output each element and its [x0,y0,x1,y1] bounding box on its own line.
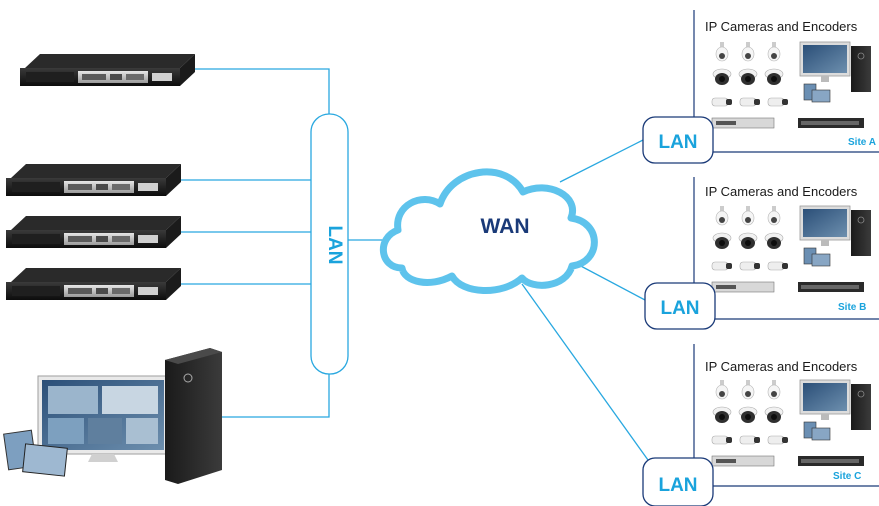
site-b: IP Cameras and Encoders Site B LAN [644,177,879,330]
site-a-title: IP Cameras and Encoders [705,19,858,34]
rack-server-icon [6,268,181,300]
wan-label: WAN [481,215,530,238]
rack-server-icon [6,164,181,196]
wan-cloud: WAN [379,168,598,294]
site-b-lan-label: LAN [660,298,699,319]
site-c-label: Site C [833,471,861,482]
rack-server-icon [20,54,195,86]
site-a: IP Cameras and Encoders Site A LAN [642,10,879,164]
link-workstation [220,374,330,418]
central-lan-label: LAN [324,225,345,264]
central-lan: LAN [310,113,349,375]
link-wan-site-c [521,283,649,461]
rack-server-icon [6,216,181,248]
site-b-label: Site B [838,302,866,313]
site-c: IP Cameras and Encoders Site C LAN [642,344,879,506]
connection-lines [180,68,712,461]
link-wan-site-a [559,139,644,183]
workstation-icon [3,348,222,484]
site-c-lan-label: LAN [658,475,697,496]
link-server-1 [190,68,330,114]
site-c-title: IP Cameras and Encoders [705,359,858,374]
site-a-label: Site A [848,137,876,148]
site-b-title: IP Cameras and Encoders [705,184,858,199]
site-a-lan-label: LAN [658,132,697,153]
